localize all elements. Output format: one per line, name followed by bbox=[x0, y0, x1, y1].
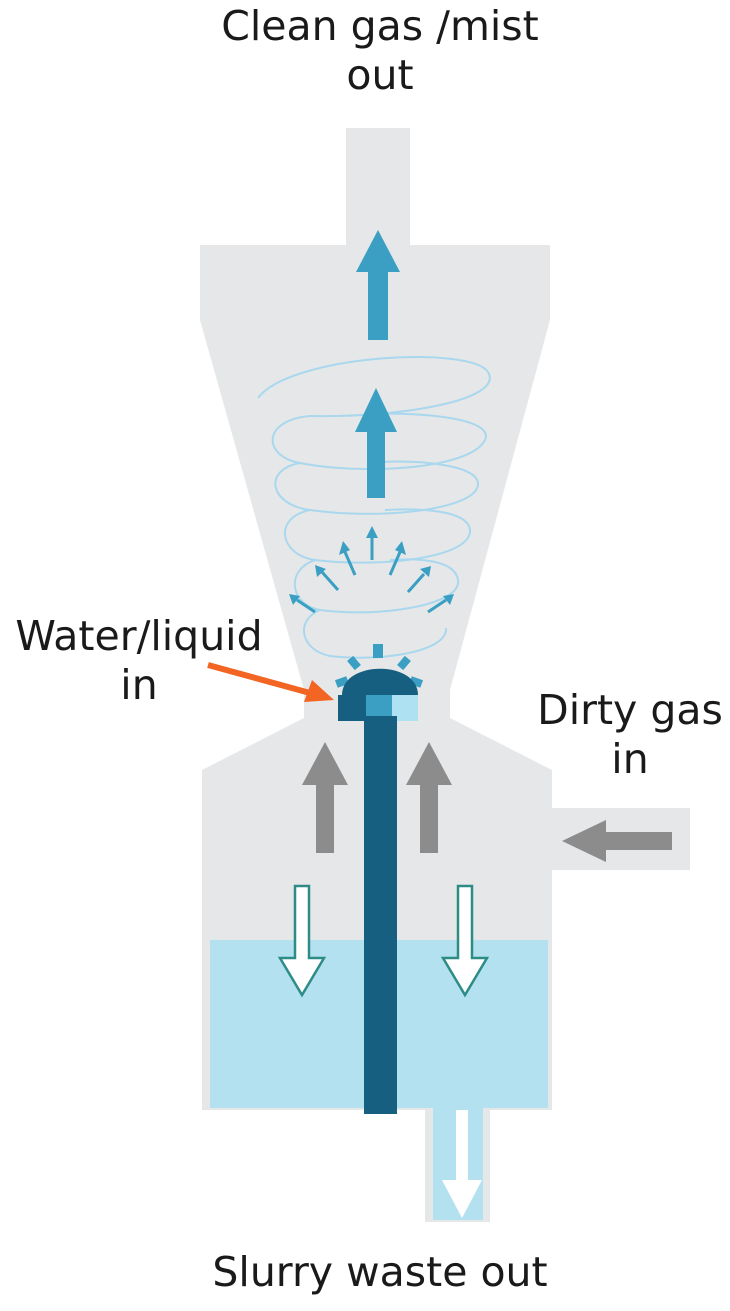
settle-arrow-left bbox=[277, 884, 327, 998]
gas-up-arrow-left bbox=[302, 742, 348, 853]
gas-up-arrow-right bbox=[406, 742, 452, 853]
clean-gas-out-label: Clean gas /mist out bbox=[221, 2, 539, 100]
clean-gas-arrow-top bbox=[356, 230, 400, 340]
slurry-out-arrow bbox=[442, 1110, 482, 1218]
slurry-waste-out-label: Slurry waste out bbox=[212, 1248, 548, 1296]
spray-arrows bbox=[289, 526, 454, 614]
central-pipe bbox=[364, 716, 397, 1114]
dirty-gas-in-arrow bbox=[562, 820, 672, 862]
clean-gas-arrow-middle bbox=[355, 388, 397, 498]
dirty-gas-in-label: Dirty gas in bbox=[537, 686, 723, 784]
settle-arrow-right bbox=[440, 884, 490, 998]
water-in-label: Water/liquid in bbox=[15, 612, 263, 710]
gas-swirl-spiral bbox=[257, 356, 491, 659]
water-in-arrow bbox=[207, 662, 334, 702]
